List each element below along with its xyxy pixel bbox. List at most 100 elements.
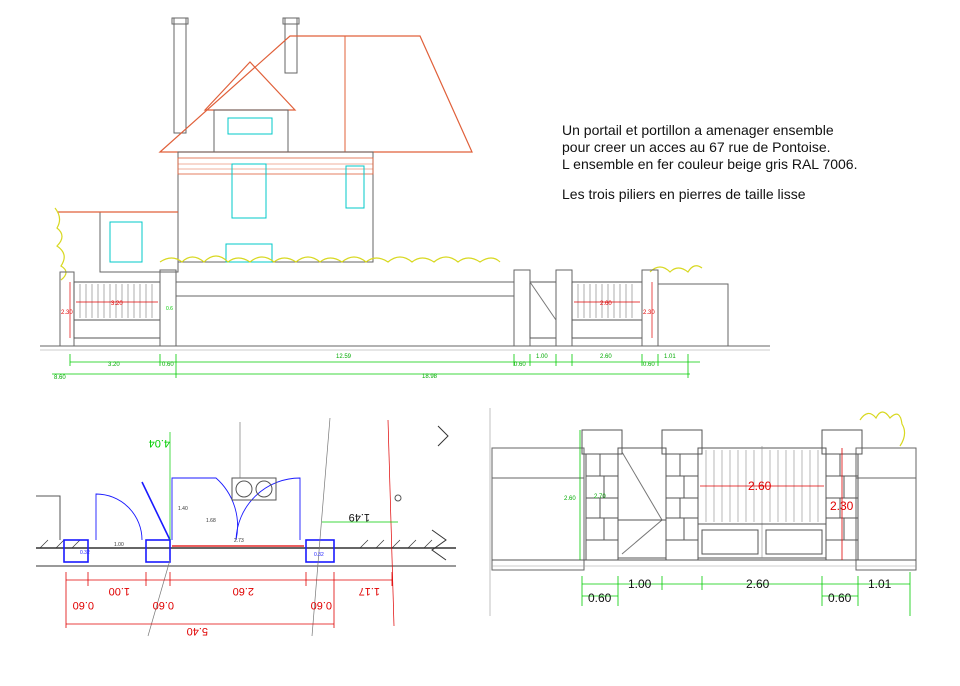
gate-left-bars — [79, 284, 153, 318]
elev-dim-8.60: 8.60 — [54, 375, 66, 381]
plan-diagonal-3 — [147, 559, 171, 637]
plan-top-label: 4.04 — [149, 437, 170, 449]
detail-pillar-2 — [661, 429, 703, 561]
plan-top-break — [437, 425, 449, 447]
pillar-3 — [513, 269, 531, 347]
gate-width-label: 3.20 — [111, 301, 123, 307]
plan-meter-2 — [255, 480, 273, 498]
window-upper-center — [231, 163, 267, 219]
gate-height-label: 2.30 — [61, 310, 73, 316]
annex-facade — [99, 211, 179, 273]
notes-block: Un portail et portillon a amenager ensem… — [562, 122, 857, 173]
wicket-diagonal — [529, 281, 557, 321]
pillar-1 — [59, 271, 75, 347]
plan-diagonal-2 — [387, 419, 395, 627]
plan-hatching — [39, 539, 433, 549]
detail-height-left: 2.60 — [564, 496, 576, 502]
foliage-top — [159, 255, 501, 263]
plan-wicket-swing — [95, 493, 143, 541]
detail-wicket-diagonal — [621, 451, 663, 555]
gate-right-bars — [577, 284, 633, 318]
detail-gate-width: 2.60 — [748, 479, 772, 493]
main-roof — [158, 35, 473, 153]
gate-left — [73, 281, 161, 339]
plan-gate-swing-right — [235, 477, 301, 541]
detail-dim-0.60-b: 0.60 — [828, 591, 852, 605]
elevation-dim-lines — [52, 354, 700, 378]
elev-dim-1.00: 1.00 — [536, 354, 548, 360]
detail-gate-height: 2.30 — [830, 499, 854, 513]
annex-window — [109, 221, 143, 263]
chimney-right — [284, 17, 298, 74]
foliage-right — [649, 265, 703, 273]
wicket-gate — [529, 281, 557, 339]
plan-diag-label: 1.49 — [349, 511, 370, 523]
plan-small-1.68: 1.68 — [206, 518, 216, 524]
plan-small-0.32-b: 0.32 — [314, 552, 324, 558]
dormer-body — [213, 109, 289, 153]
elev-dim-0.60-b: 0.60 — [514, 362, 526, 368]
plan-dim-total: 5.40 — [187, 625, 208, 637]
plan-end-break — [431, 529, 447, 561]
plan-view: 0.32 1.00 1.40 1.68 2.73 0.32 4.04 1.49 … — [36, 417, 456, 637]
elev-dim-2.60: 2.60 — [600, 354, 612, 360]
elev-dim-12.59: 12.59 — [336, 354, 352, 360]
detail-gate-panel-r — [765, 529, 823, 555]
detail-dim-lines — [581, 572, 911, 616]
plan-wall-left — [36, 495, 61, 540]
plan-dim-0.60-b: 0.60 — [153, 599, 174, 611]
plan-small-2.73: 2.73 — [234, 538, 244, 544]
plan-dim-2.60: 2.60 — [233, 585, 254, 597]
plan-small-1.00: 1.00 — [114, 542, 124, 548]
house-facade — [177, 151, 374, 263]
detail-wicket — [617, 447, 667, 559]
detail-gate-panel-l — [701, 529, 759, 555]
gate-right — [571, 281, 643, 339]
pillar-4 — [555, 269, 573, 347]
elevation-view: 3.20 2.30 2.60 2.30 0.6 3.20 0.60 12.59 … — [40, 17, 770, 381]
detail-foliage — [859, 411, 906, 447]
dormer-roof — [203, 61, 297, 111]
chimney-left-cap — [171, 17, 189, 25]
detail-wall-right — [855, 447, 917, 571]
right-gate-width-label: 2.60 — [600, 301, 612, 307]
plan-dim-lines — [65, 572, 393, 628]
plan-marker — [394, 494, 402, 502]
elev-dim-3.20: 3.20 — [108, 362, 120, 368]
note-line-4: Les trois piliers en pierres de taille l… — [562, 186, 806, 202]
chimney-right-cap — [282, 17, 300, 25]
detail-dim-0.60-a: 0.60 — [588, 591, 612, 605]
detail-dim-1.01: 1.01 — [868, 577, 892, 591]
wall-right — [657, 283, 729, 347]
plan-small-1.40: 1.40 — [178, 506, 188, 512]
plan-dim-1.17: 1.17 — [359, 585, 380, 597]
note-line-2: pour creer un acces au 67 rue de Pontois… — [562, 139, 831, 155]
plan-dim-0.60-a: 0.60 — [73, 599, 94, 611]
dormer-window — [227, 117, 273, 135]
plan-dim-1.00: 1.00 — [109, 585, 130, 597]
detail-dim-1.00: 1.00 — [628, 577, 652, 591]
plan-meter-1 — [235, 480, 253, 498]
pillar-5 — [641, 269, 659, 347]
detail-height-inner: 2.70 — [594, 494, 606, 500]
elev-dim-18.98: 18.98 — [422, 374, 438, 380]
note-line-1: Un portail et portillon a amenager ensem… — [562, 122, 834, 138]
brick-band — [177, 157, 374, 175]
long-wall — [175, 295, 515, 347]
note-pillars: Les trois piliers en pierres de taille l… — [562, 186, 806, 203]
elev-dim-0.60-a: 0.60 — [162, 362, 174, 368]
wall-coping — [175, 281, 515, 297]
detail-dim-2.60: 2.60 — [746, 577, 770, 591]
plan-wicket-leaf — [141, 481, 171, 541]
note-line-3: L ensemble en fer couleur beige gris RAL… — [562, 156, 858, 172]
detail-wall-left — [491, 447, 585, 571]
plan-meter-box — [231, 477, 277, 501]
window-upper-right — [345, 165, 365, 209]
detail-view: 2.60 2.30 2.60 2.70 1.00 2.60 1.01 0.60 … — [489, 408, 917, 616]
plan-pillar-1 — [63, 539, 89, 563]
plan-small-0.32-a: 0.32 — [80, 550, 90, 556]
detail-gate-bars — [705, 446, 819, 558]
small-label: 0.6 — [166, 306, 173, 312]
plan-pillar-2 — [145, 539, 171, 563]
